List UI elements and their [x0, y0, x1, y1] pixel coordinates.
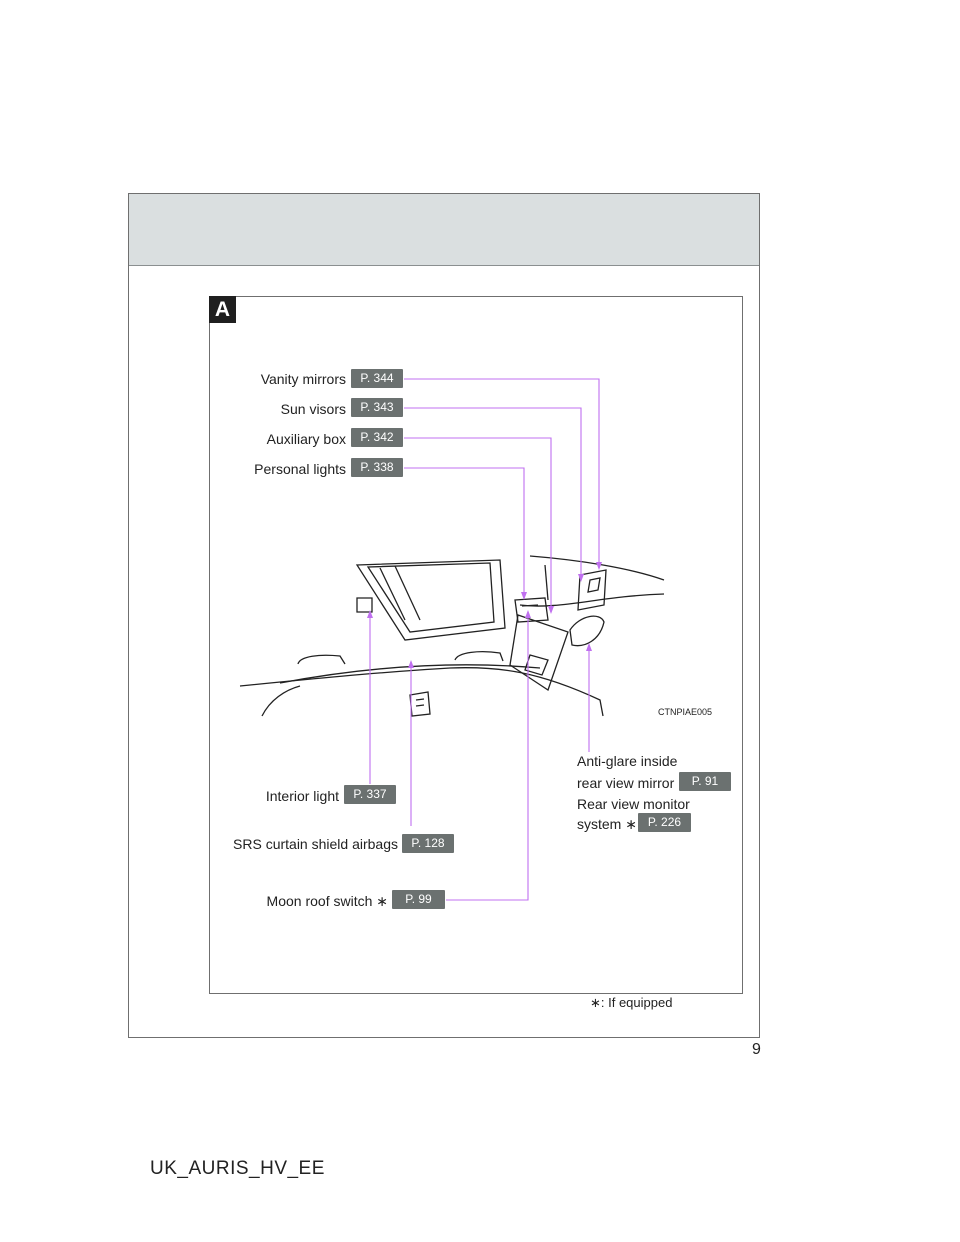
page-number: 9	[752, 1041, 761, 1058]
vanity-mirrors-page-badge[interactable]: P. 344	[351, 369, 403, 388]
rear-view-monitor-label-line1: Rear view monitor	[577, 796, 690, 812]
srs-airbags-label: SRS curtain shield airbags	[233, 836, 398, 852]
interior-light-label: Interior light	[265, 788, 339, 804]
sun-visors-label: Sun visors	[280, 401, 346, 417]
auxiliary-box-label: Auxiliary box	[266, 431, 346, 447]
rear-view-monitor-label-line2: system ∗	[577, 816, 637, 832]
personal-lights-label: Personal lights	[254, 461, 346, 477]
page-frame	[128, 193, 760, 1038]
moon-roof-switch-page-badge[interactable]: P. 99	[392, 890, 445, 909]
moon-roof-switch-label: Moon roof switch ∗	[266, 893, 388, 909]
vanity-mirrors-label: Vanity mirrors	[260, 371, 346, 387]
leader-lines	[369, 378, 600, 901]
header-band	[129, 194, 759, 266]
anti-glare-label-line2: rear view mirror	[577, 775, 675, 791]
illustration-panel	[209, 296, 743, 994]
document-id: UK_AURIS_HV_EE	[150, 1158, 325, 1179]
interior-light-page-badge[interactable]: P. 337	[344, 785, 396, 804]
footnote: ∗: If equipped	[590, 995, 673, 1010]
sun-visors-page-badge[interactable]: P. 343	[351, 398, 403, 417]
auxiliary-box-page-badge[interactable]: P. 342	[351, 428, 403, 447]
anti-glare-page-badge[interactable]: P. 91	[679, 772, 731, 791]
car-interior-drawing	[239, 555, 665, 717]
anti-glare-label-line1: Anti-glare inside	[577, 753, 678, 769]
personal-lights-page-badge[interactable]: P. 338	[351, 458, 403, 477]
section-marker: A	[209, 296, 236, 323]
rear-view-monitor-page-badge[interactable]: P. 226	[638, 813, 691, 832]
illustration-code: CTNPIAE005	[658, 707, 713, 717]
srs-airbags-page-badge[interactable]: P. 128	[402, 834, 454, 853]
leader-arrowheads	[367, 562, 602, 668]
